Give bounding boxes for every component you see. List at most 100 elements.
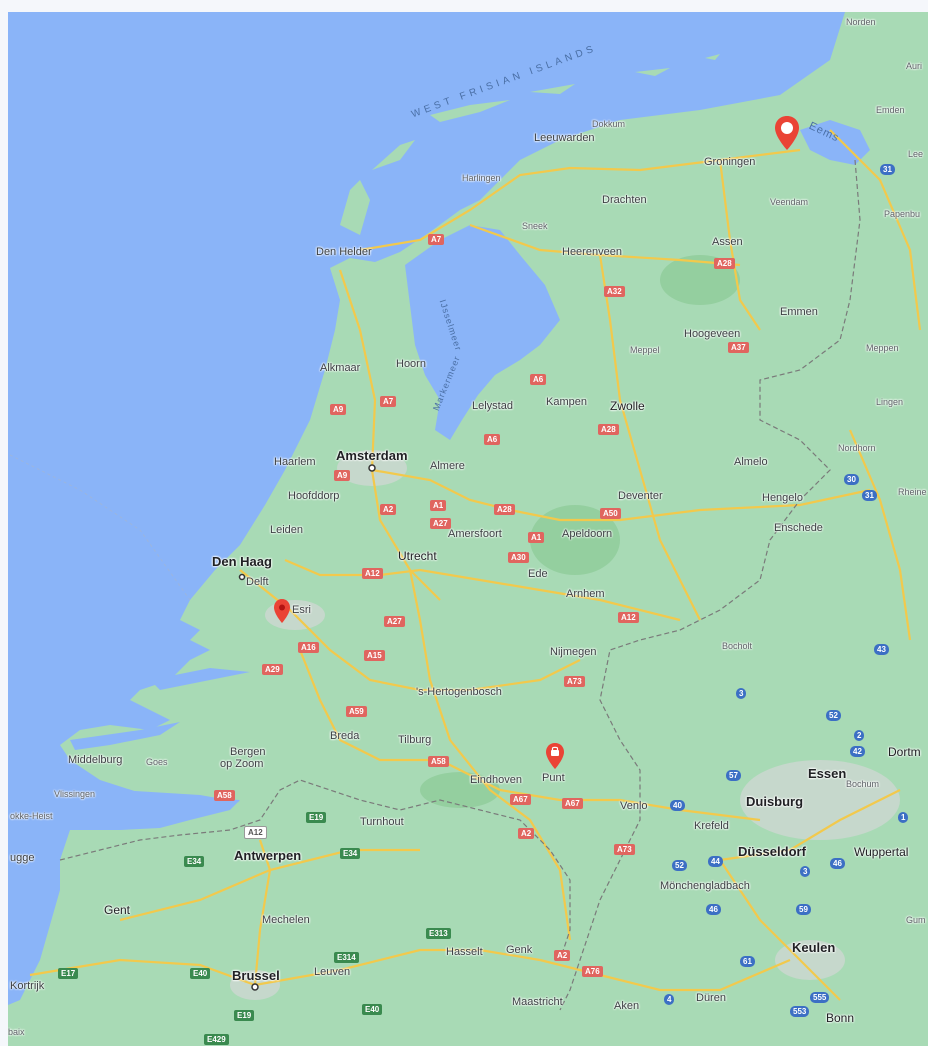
place-arnhem[interactable]: Arnhem [566, 588, 605, 600]
place-wuppertal[interactable]: Wuppertal [854, 845, 909, 859]
place-rheine[interactable]: Rheine [898, 487, 927, 497]
place-leer[interactable]: Lee [908, 149, 924, 159]
place-eindhoven[interactable]: Eindhoven [470, 774, 522, 786]
place-assen[interactable]: Assen [712, 236, 743, 248]
place-aken[interactable]: Aken [614, 1000, 640, 1012]
place-nordhorn[interactable]: Nordhorn [838, 443, 876, 453]
place-esri[interactable]: Esri [292, 604, 311, 616]
place-breda[interactable]: Breda [330, 730, 360, 742]
place-amsterdam[interactable]: Amsterdam [336, 448, 408, 463]
place-genk[interactable]: Genk [506, 944, 533, 956]
place-brussel[interactable]: Brussel [232, 968, 280, 983]
place-meppel[interactable]: Meppel [630, 345, 660, 355]
place-dokkum[interactable]: Dokkum [592, 119, 626, 129]
place-hoogeveen[interactable]: Hoogeveen [684, 328, 741, 340]
place-emden[interactable]: Emden [876, 105, 905, 115]
place-knokke-heist[interactable]: okke-Heist [10, 811, 53, 821]
place-middelburg[interactable]: Middelburg [68, 754, 123, 766]
shopping-pin-icon[interactable] [544, 742, 566, 770]
road-d3: 3 [736, 688, 747, 699]
place-maastricht[interactable]: Maastricht [512, 996, 563, 1008]
place-den-helder[interactable]: Den Helder [316, 246, 372, 258]
place-groningen[interactable]: Groningen [704, 156, 756, 168]
road-d59: 59 [796, 904, 811, 915]
place-zwolle[interactable]: Zwolle [610, 399, 645, 413]
place-gum[interactable]: Gum [906, 915, 926, 925]
place-almere[interactable]: Almere [430, 460, 465, 472]
road-a32: A32 [604, 286, 625, 297]
place-duisburg[interactable]: Duisburg [746, 794, 804, 809]
place-apeldoorn[interactable]: Apeldoorn [562, 528, 613, 540]
place-utrecht[interactable]: Utrecht [398, 549, 437, 563]
road-a1-apeldoorn: A1 [528, 532, 545, 543]
place-lelystad[interactable]: Lelystad [472, 400, 513, 412]
road-e429: E429 [204, 1034, 229, 1045]
place-hasselt[interactable]: Hasselt [446, 946, 483, 958]
place-heerenveen[interactable]: Heerenveen [562, 246, 622, 258]
place-enschede[interactable]: Enschede [774, 522, 823, 534]
road-d61: 61 [740, 956, 755, 967]
road-a28-zwolle: A28 [598, 424, 619, 435]
place-duren[interactable]: Düren [696, 992, 726, 1004]
place-krefeld[interactable]: Krefeld [694, 820, 729, 832]
place-dortmund[interactable]: Dortm [888, 745, 921, 759]
place-antwerpen[interactable]: Antwerpen [234, 848, 302, 863]
place-leuven[interactable]: Leuven [314, 966, 351, 978]
place-alkmaar[interactable]: Alkmaar [320, 362, 361, 374]
place-norden[interactable]: Norden [846, 17, 876, 27]
road-d52: 52 [826, 710, 841, 721]
place-harlingen[interactable]: Harlingen [462, 173, 501, 183]
place-leiden[interactable]: Leiden [270, 524, 304, 536]
road-a2-maastricht: A2 [554, 950, 571, 961]
place-ede[interactable]: Ede [528, 568, 548, 580]
place-punt[interactable]: Punt [542, 772, 565, 784]
place-goes[interactable]: Goes [146, 757, 168, 767]
place-baix[interactable]: baix [8, 1027, 25, 1037]
place-bergen-op-zoom-2[interactable]: op Zoom [220, 758, 264, 770]
place-emmen[interactable]: Emmen [780, 306, 818, 318]
place-deventer[interactable]: Deventer [618, 490, 663, 502]
place-monchengladbach[interactable]: Mönchengladbach [660, 880, 750, 892]
place-essen[interactable]: Essen [808, 766, 847, 781]
place-bergen-op-zoom[interactable]: Bergen [230, 746, 266, 758]
place-hoorn[interactable]: Hoorn [396, 358, 426, 370]
place-haarlem[interactable]: Haarlem [274, 456, 316, 468]
map-pin-icon[interactable] [272, 598, 292, 624]
place-den-haag[interactable]: Den Haag [212, 554, 272, 569]
road-d30: 30 [844, 474, 859, 485]
place-brugge[interactable]: ugge [10, 852, 35, 864]
place-drachten[interactable]: Drachten [602, 194, 647, 206]
place-s-hertogenbosch[interactable]: 's-Hertogenbosch [416, 686, 502, 698]
road-a29: A29 [262, 664, 283, 675]
map-pin-outline-icon[interactable] [772, 114, 802, 152]
place-kampen[interactable]: Kampen [546, 396, 587, 408]
place-meppen[interactable]: Meppen [866, 343, 899, 353]
place-delft[interactable]: Delft [246, 576, 269, 588]
road-a9-haarlem: A9 [334, 470, 351, 481]
place-amersfoort[interactable]: Amersfoort [448, 528, 502, 540]
place-almelo[interactable]: Almelo [734, 456, 768, 468]
place-bonn[interactable]: Bonn [826, 1011, 855, 1025]
place-turnhout[interactable]: Turnhout [360, 816, 404, 828]
place-bochum[interactable]: Bochum [846, 779, 880, 789]
place-veendam[interactable]: Veendam [770, 197, 809, 207]
place-lingen[interactable]: Lingen [876, 397, 904, 407]
place-keulen[interactable]: Keulen [792, 940, 836, 955]
place-tilburg[interactable]: Tilburg [398, 734, 432, 746]
place-kortrijk[interactable]: Kortrijk [10, 980, 45, 992]
place-nijmegen[interactable]: Nijmegen [550, 646, 597, 658]
place-aurich[interactable]: Auri [906, 61, 923, 71]
place-hoofddorp[interactable]: Hoofddorp [288, 490, 340, 502]
place-sneek[interactable]: Sneek [522, 221, 548, 231]
place-leeuwarden[interactable]: Leeuwarden [534, 132, 595, 144]
place-mechelen[interactable]: Mechelen [262, 914, 310, 926]
place-gent[interactable]: Gent [104, 903, 131, 917]
place-bocholt[interactable]: Bocholt [722, 641, 753, 651]
place-papenburg[interactable]: Papenbu [884, 209, 921, 219]
place-dusseldorf[interactable]: Düsseldorf [738, 844, 806, 859]
place-venlo[interactable]: Venlo [620, 800, 648, 812]
place-hengelo[interactable]: Hengelo [762, 492, 803, 504]
place-vlissingen[interactable]: Vlissingen [54, 789, 96, 799]
